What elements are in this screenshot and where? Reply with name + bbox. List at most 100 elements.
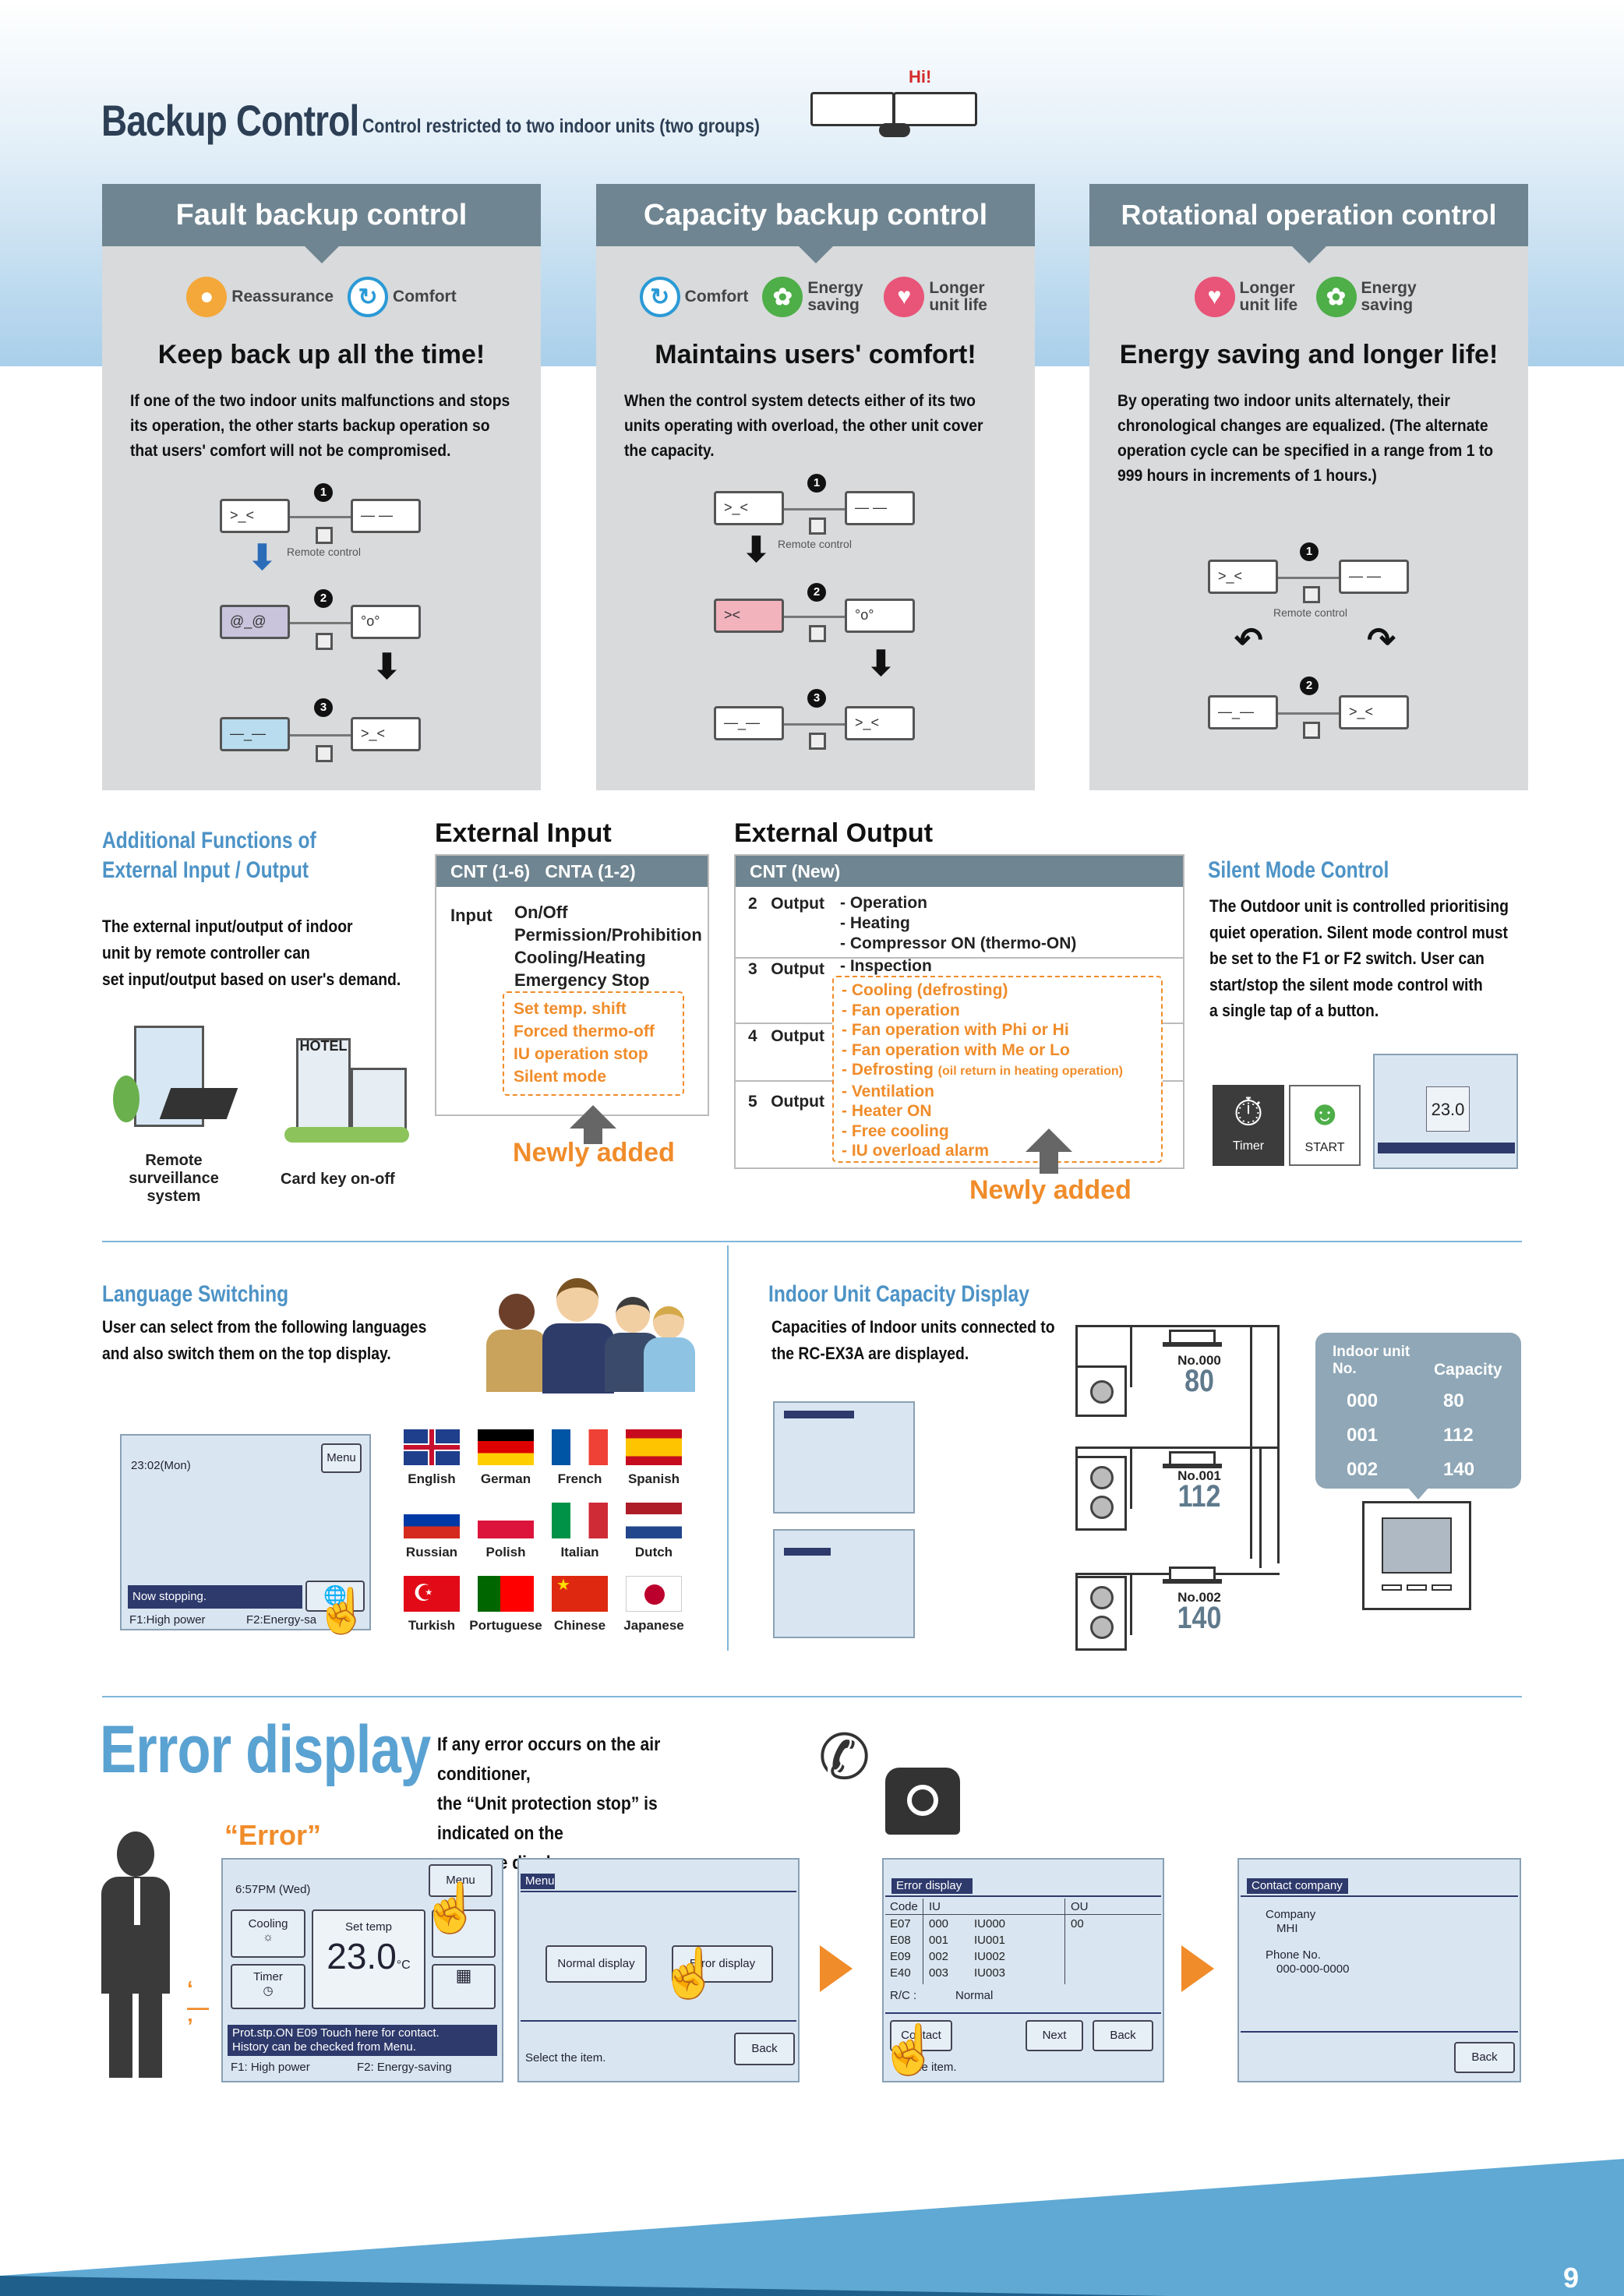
badge-energy-saving: ✿Energy saving [762, 277, 870, 317]
flag-english [404, 1429, 460, 1465]
back-button[interactable]: Back [734, 2033, 795, 2065]
flag-portuguese [478, 1576, 534, 1612]
capacity-screen-1 [773, 1401, 915, 1514]
pointing-hand-icon: ☝ [879, 2023, 940, 2077]
pointing-hand-icon: ☝ [659, 1947, 720, 2001]
flag-chinese: ★ [552, 1576, 608, 1612]
menu-button[interactable]: Menu [321, 1443, 362, 1473]
panel-heading: Fault backup control [102, 184, 541, 263]
remote-control-label: Remote control [287, 546, 361, 558]
error-display-button[interactable]: Error display [672, 1945, 773, 1983]
timer-button[interactable]: Timer◷ [231, 1964, 305, 2009]
pointing-hand-icon: ☝ [421, 1881, 482, 1935]
panel-heading: Rotational operation control [1089, 184, 1528, 263]
badge-label: Comfort [684, 288, 749, 306]
output-new-items: - Cooling (defrosting)- Fan operation- F… [832, 976, 1163, 1163]
back-button[interactable]: Back [1093, 2020, 1153, 2051]
leaf-icon: ✿ [1315, 277, 1357, 317]
newly-added-label: Newly added [969, 1175, 1132, 1205]
error-screen-menu: Menu Normal display Error display Select… [517, 1858, 800, 2082]
table-cell: 000 [1347, 1390, 1379, 1411]
down-arrow-icon: ⬇ [742, 531, 771, 569]
language-label: Japanese [623, 1618, 684, 1633]
flag-polish [478, 1503, 534, 1538]
output-row-2-items: - Operation- Heating- Compressor ON (the… [840, 894, 1077, 952]
set-temp-display[interactable]: Set temp 23.0°C [312, 1909, 425, 2009]
error-screen-home: 6:57PM (Wed) Menu Cooling☼ Set temp 23.0… [221, 1858, 503, 2082]
globe-language-button[interactable]: 🌐 [305, 1581, 365, 1612]
comfort-icon: ↻ [348, 277, 389, 317]
back-button[interactable]: Back [1454, 2042, 1515, 2073]
laptop-icon [159, 1088, 238, 1119]
unit-capacity: 80 [1184, 1364, 1214, 1398]
panel-description: If one of the two indoor units malfuncti… [130, 392, 510, 460]
table-cell: 80 [1443, 1390, 1464, 1411]
flag-italian [552, 1503, 608, 1538]
reassurance-icon: ● [186, 277, 228, 317]
output-row-5: 5 Output [748, 1093, 825, 1111]
badge-label: Longer unit life [929, 279, 987, 314]
panel-heading: Capacity backup control [596, 184, 1035, 263]
flag-japanese [626, 1576, 682, 1612]
table-cell: 140 [1443, 1459, 1475, 1480]
input-label: Input [450, 906, 492, 925]
normal-display-button[interactable]: Normal display [545, 1945, 647, 1983]
table-header-capacity: Capacity [1434, 1361, 1502, 1379]
unit-number: No.002 [1177, 1590, 1221, 1605]
unit-number: No.000 [1177, 1353, 1221, 1368]
mode-button[interactable] [432, 1909, 496, 1958]
rotate-arrow-icon: ↷ [1367, 621, 1396, 659]
badge-longer-life: ♥Longer unit life [1194, 277, 1302, 317]
menu-button[interactable]: Menu [429, 1864, 492, 1897]
contact-button[interactable]: Contact [890, 2020, 952, 2051]
rotational-operation-panel: Rotational operation control ♥Longer uni… [1089, 184, 1528, 790]
flag-spanish [626, 1429, 682, 1465]
panel-title: Keep back up all the time! [157, 340, 485, 369]
capacity-callout-table: Indoor unit No. Capacity 000 001 002 80 … [1315, 1333, 1521, 1499]
badge-label: Energy saving [1361, 279, 1417, 314]
language-switching-heading: Language Switching [102, 1281, 289, 1307]
table-header: CNT (1-6) CNTA (1-2) [436, 856, 708, 887]
up-arrow-icon [1026, 1129, 1072, 1152]
rotate-arrow-icon: ↶ [1234, 621, 1263, 659]
output-row-2: 2 Output [748, 895, 825, 913]
error-display-heading: Error display [100, 1712, 431, 1787]
table-header: CNT (New) [736, 856, 1183, 887]
next-step-arrow-icon [820, 1945, 853, 1992]
flag-russian [404, 1503, 460, 1538]
start-button[interactable]: ☻ START [1289, 1085, 1361, 1166]
output-row-3: 3 Output [748, 960, 825, 978]
panel-description: By operating two indoor units alternatel… [1117, 392, 1494, 485]
language-label: Portuguese [469, 1618, 542, 1633]
badge-longer-life: ♥Longer unit life [884, 277, 991, 317]
pointing-hand-icon: ☝ [315, 1586, 369, 1635]
additional-functions-body: The external input/output of indoor unit… [102, 917, 401, 989]
heart-icon: ♥ [1194, 277, 1235, 317]
language-label: Turkish [408, 1618, 456, 1633]
phone-handset-icon: ✆ [818, 1722, 871, 1792]
hi-label: Hi! [909, 67, 932, 87]
additional-functions-heading: Additional Functions of External Input /… [102, 828, 316, 883]
leaf-icon: ✿ [762, 277, 803, 317]
card-key-caption: Card key on-off [281, 1171, 395, 1188]
capacity-screen-2 [773, 1529, 915, 1638]
timer-button[interactable]: ⏱ Timer [1213, 1085, 1284, 1166]
owl-icon: ☻ [1306, 1094, 1343, 1132]
panel-title: Maintains users' comfort! [655, 340, 976, 369]
language-screen: 23:02(Mon) Menu Now stopping. 🌐 F1:High … [120, 1434, 371, 1630]
panel-description: When the control system detects either o… [624, 392, 983, 460]
badge-label: Longer unit life [1239, 279, 1298, 314]
table-header-no: Indoor unit No. [1333, 1344, 1410, 1377]
language-label: English [408, 1471, 456, 1486]
next-button[interactable]: Next [1026, 2020, 1083, 2051]
cooling-button[interactable]: Cooling☼ [231, 1909, 305, 1958]
error-message-bar[interactable]: Prot.stp.ON E09 Touch here for contact.H… [228, 2025, 497, 2056]
next-step-arrow-icon [1181, 1945, 1214, 1992]
silent-mode-heading: Silent Mode Control [1208, 857, 1389, 883]
badge-energy-saving: ✿Energy saving [1315, 277, 1424, 317]
fan-speed-button[interactable]: ▦ [432, 1964, 496, 2009]
